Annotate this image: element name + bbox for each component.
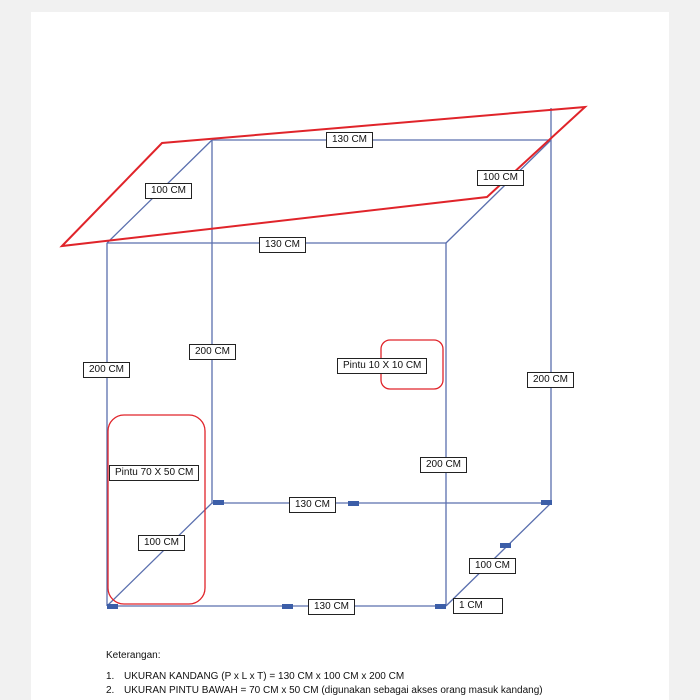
bottom-left-depth-edge <box>106 502 213 607</box>
joint-marker <box>348 501 359 506</box>
back-bottom-width-label: 130 CM <box>289 497 337 513</box>
front-right-height-label: 200 CM <box>420 457 468 473</box>
top-front-width-label: 130 CM <box>259 237 307 253</box>
back-left-height-label: 200 CM <box>189 344 237 360</box>
roof-outline <box>59 105 588 248</box>
joint-marker <box>107 604 118 609</box>
list-item: 1. UKURAN KANDANG (P x L x T) = 130 CM x… <box>106 671 543 682</box>
joint-marker <box>435 604 446 609</box>
list-item-number: 2. <box>106 685 115 696</box>
front-bottom-width-label: 130 CM <box>308 599 356 615</box>
roof-right-depth-label: 100 CM <box>477 170 525 186</box>
big-door-label: Pintu 70 X 50 CM <box>109 465 200 481</box>
side-depth-label: 100 CM <box>469 558 517 574</box>
back-right-height-label: 200 CM <box>527 372 575 388</box>
notes-title: Keterangan: <box>106 650 161 661</box>
bottom-right-depth-edge <box>445 502 552 607</box>
floor-depth-label: 100 CM <box>138 535 186 551</box>
small-door-label: Pintu 10 X 10 CM <box>337 358 428 374</box>
roof-left-depth-label: 100 CM <box>145 183 193 199</box>
roof-top-width-label: 130 CM <box>326 132 374 148</box>
big-door-outline <box>107 414 206 605</box>
list-item: 2. UKURAN PINTU BAWAH = 70 CM x 50 CM (d… <box>106 685 543 696</box>
gap-label: 1 CM <box>453 598 503 614</box>
joint-marker <box>500 543 511 548</box>
list-item-text: UKURAN KANDANG (P x L x T) = 130 CM x 10… <box>124 671 405 682</box>
list-item-text: UKURAN PINTU BAWAH = 70 CM x 50 CM (digu… <box>124 685 543 696</box>
joint-marker <box>282 604 293 609</box>
notes-section: Keterangan: 1. UKURAN KANDANG (P x L x T… <box>106 650 543 699</box>
joint-marker <box>213 500 224 505</box>
joint-markers <box>107 500 552 609</box>
top-right-depth-edge <box>445 139 552 244</box>
front-left-height-label: 200 CM <box>83 362 131 378</box>
joint-marker <box>541 500 552 505</box>
list-item-number: 1. <box>106 671 115 682</box>
cage-frame <box>106 108 552 607</box>
